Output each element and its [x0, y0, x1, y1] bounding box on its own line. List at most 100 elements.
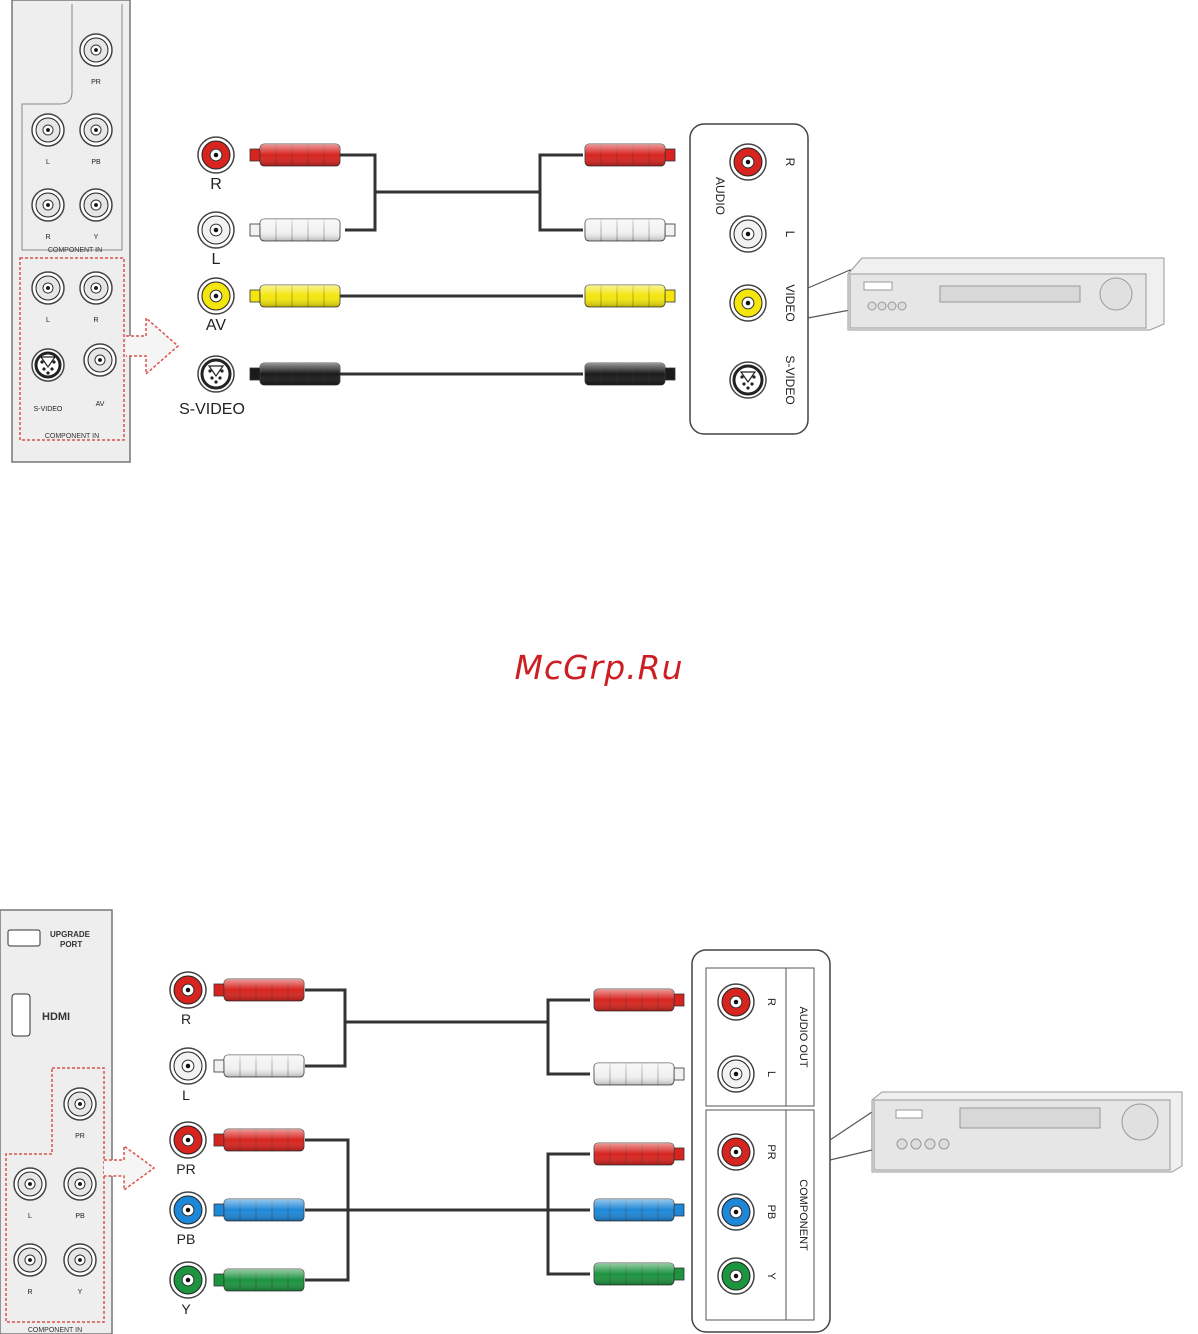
- panel-component-in-label-2: COMPONENT IN: [28, 1327, 82, 1334]
- dvd-player-icon: [872, 1092, 1182, 1172]
- tv2-jack-2: [170, 1122, 206, 1158]
- upgrade-port-icon: [8, 930, 40, 946]
- tv2-plug-3: [214, 1199, 304, 1221]
- panel-component-in-label: COMPONENT IN: [48, 247, 102, 254]
- panel-jack-label-2: PB: [91, 159, 101, 166]
- panel-jack-2: [80, 114, 112, 146]
- tv2-jack-4: [170, 1262, 206, 1298]
- tv2-plug-1: [214, 1055, 304, 1077]
- tv-plug-2: [250, 285, 340, 307]
- device2-jack-4: [718, 1258, 754, 1294]
- panel-highlight-label-0: L: [46, 317, 50, 324]
- tv-side-panel-2: UPGRADE PORT HDMI PR L PB R Y COMPONENT IN: [0, 910, 112, 1334]
- panel-highlight-label-1: R: [93, 317, 98, 324]
- device-jack-label-2: VIDEO: [783, 284, 797, 321]
- arrow-icon: [126, 318, 178, 374]
- tv2-jack-1: [170, 1048, 206, 1084]
- device2-jack-label-0: R: [765, 998, 777, 1006]
- diagram-2-component-connection: UPGRADE PORT HDMI PR L PB R Y COMPONENT IN A…: [0, 910, 1182, 1334]
- tv-side-panel: PR L PB R Y L R S-VIDEO AV COMPONENT IN COMPONEN…: [12, 0, 130, 462]
- device-audio-label: AUDIO: [713, 177, 727, 215]
- diagram-1-av-svideo-connection: PR L PB R Y L R S-VIDEO AV COMPONENT IN COMPONEN…: [12, 0, 1164, 462]
- device-plug-0: [585, 144, 675, 166]
- device-audio-out-label: AUDIO OUT: [797, 1006, 809, 1067]
- device2-plug-2: [594, 1143, 684, 1165]
- device2-jack-1: [718, 1056, 754, 1092]
- device-jack-label-1: L: [783, 231, 797, 238]
- panel2-jack-3: [14, 1244, 46, 1276]
- device-plug-2: [585, 285, 675, 307]
- device2-plug-0: [594, 989, 684, 1011]
- tv2-jack-label-3: PB: [177, 1231, 196, 1247]
- panel-jack-0: [80, 34, 112, 66]
- tv-jack-l: [198, 212, 234, 248]
- panel-highlight-jack-3: [84, 344, 116, 376]
- panel-jack-3: [32, 189, 64, 221]
- device2-plug-4: [594, 1263, 684, 1285]
- device-jack-1: [730, 216, 766, 252]
- tv-jack-av: [198, 278, 234, 314]
- tv-plug-1: [250, 219, 340, 241]
- tv2-jack-0: [170, 972, 206, 1008]
- device-plug-1: [585, 219, 675, 241]
- hdmi-label: HDMI: [42, 1011, 70, 1023]
- tv2-jack-label-1: L: [182, 1087, 190, 1103]
- vcr-icon: [848, 258, 1164, 330]
- device-component-label: COMPONENT: [797, 1179, 809, 1251]
- panel-highlight-label-2: S-VIDEO: [34, 406, 63, 413]
- device-jack-0: [730, 144, 766, 180]
- device-jack-2: [730, 285, 766, 321]
- panel2-jack-label-2: PB: [75, 1213, 85, 1220]
- tv-jack-s-video: [198, 356, 234, 392]
- tv2-plug-2: [214, 1129, 304, 1151]
- device2-jack-label-1: L: [765, 1071, 777, 1077]
- panel-jack-4: [80, 189, 112, 221]
- panel2-jack-1: [14, 1168, 46, 1200]
- device2-jack-label-3: PB: [765, 1205, 777, 1220]
- device2-jack-3: [718, 1194, 754, 1230]
- panel-jack-label-1: L: [46, 159, 50, 166]
- panel-jack-1: [32, 114, 64, 146]
- upgrade-port-label-2: PORT: [60, 940, 82, 949]
- panel2-jack-2: [64, 1168, 96, 1200]
- panel2-jack-4: [64, 1244, 96, 1276]
- panel2-jack-label-4: Y: [78, 1289, 83, 1296]
- tv-plug-0: [250, 144, 340, 166]
- device2-plug-3: [594, 1199, 684, 1221]
- tv2-plug-0: [214, 979, 304, 1001]
- panel-jack-label-4: Y: [94, 234, 99, 241]
- panel-highlight-jack-2: [32, 349, 64, 381]
- device2-jack-label-4: Y: [765, 1272, 777, 1280]
- tv-plug-3: [250, 363, 340, 385]
- device-plug-3: [585, 363, 675, 385]
- panel2-jack-label-1: L: [28, 1213, 32, 1220]
- tv-jack-label-0: R: [210, 176, 222, 193]
- device2-jack-label-2: PR: [765, 1144, 777, 1159]
- panel-jack-label-3: R: [45, 234, 50, 241]
- hdmi-port-icon: [12, 994, 30, 1036]
- tv-jack-r: [198, 137, 234, 173]
- tv-jack-label-3: S-VIDEO: [179, 401, 245, 418]
- panel2-jack-0: [64, 1088, 96, 1120]
- tv2-jack-label-0: R: [181, 1011, 191, 1027]
- device-jack-label-3: S-VIDEO: [783, 355, 797, 404]
- tv2-plug-4: [214, 1269, 304, 1291]
- tv2-jack-3: [170, 1192, 206, 1228]
- device-jack-label-0: R: [783, 158, 797, 167]
- watermark-text: McGrp.Ru: [0, 648, 1198, 687]
- panel-highlight-jack-0: [32, 272, 64, 304]
- tv-jack-label-1: L: [212, 251, 221, 268]
- panel2-jack-label-3: R: [27, 1289, 32, 1296]
- tv2-jack-label-2: PR: [176, 1161, 195, 1177]
- highlight-label: COMPONENT IN: [45, 433, 99, 440]
- upgrade-port-label: UPGRADE: [50, 930, 91, 939]
- panel2-jack-label-0: PR: [75, 1133, 85, 1140]
- tv-jack-label-2: AV: [206, 317, 226, 334]
- panel-jack-label-0: PR: [91, 79, 101, 86]
- device2-plug-1: [594, 1063, 684, 1085]
- device2-jack-2: [718, 1134, 754, 1170]
- device-jack-3: [730, 362, 766, 398]
- device2-jack-0: [718, 984, 754, 1020]
- panel-highlight-label-3: AV: [96, 401, 105, 408]
- tv2-jack-label-4: Y: [181, 1301, 191, 1317]
